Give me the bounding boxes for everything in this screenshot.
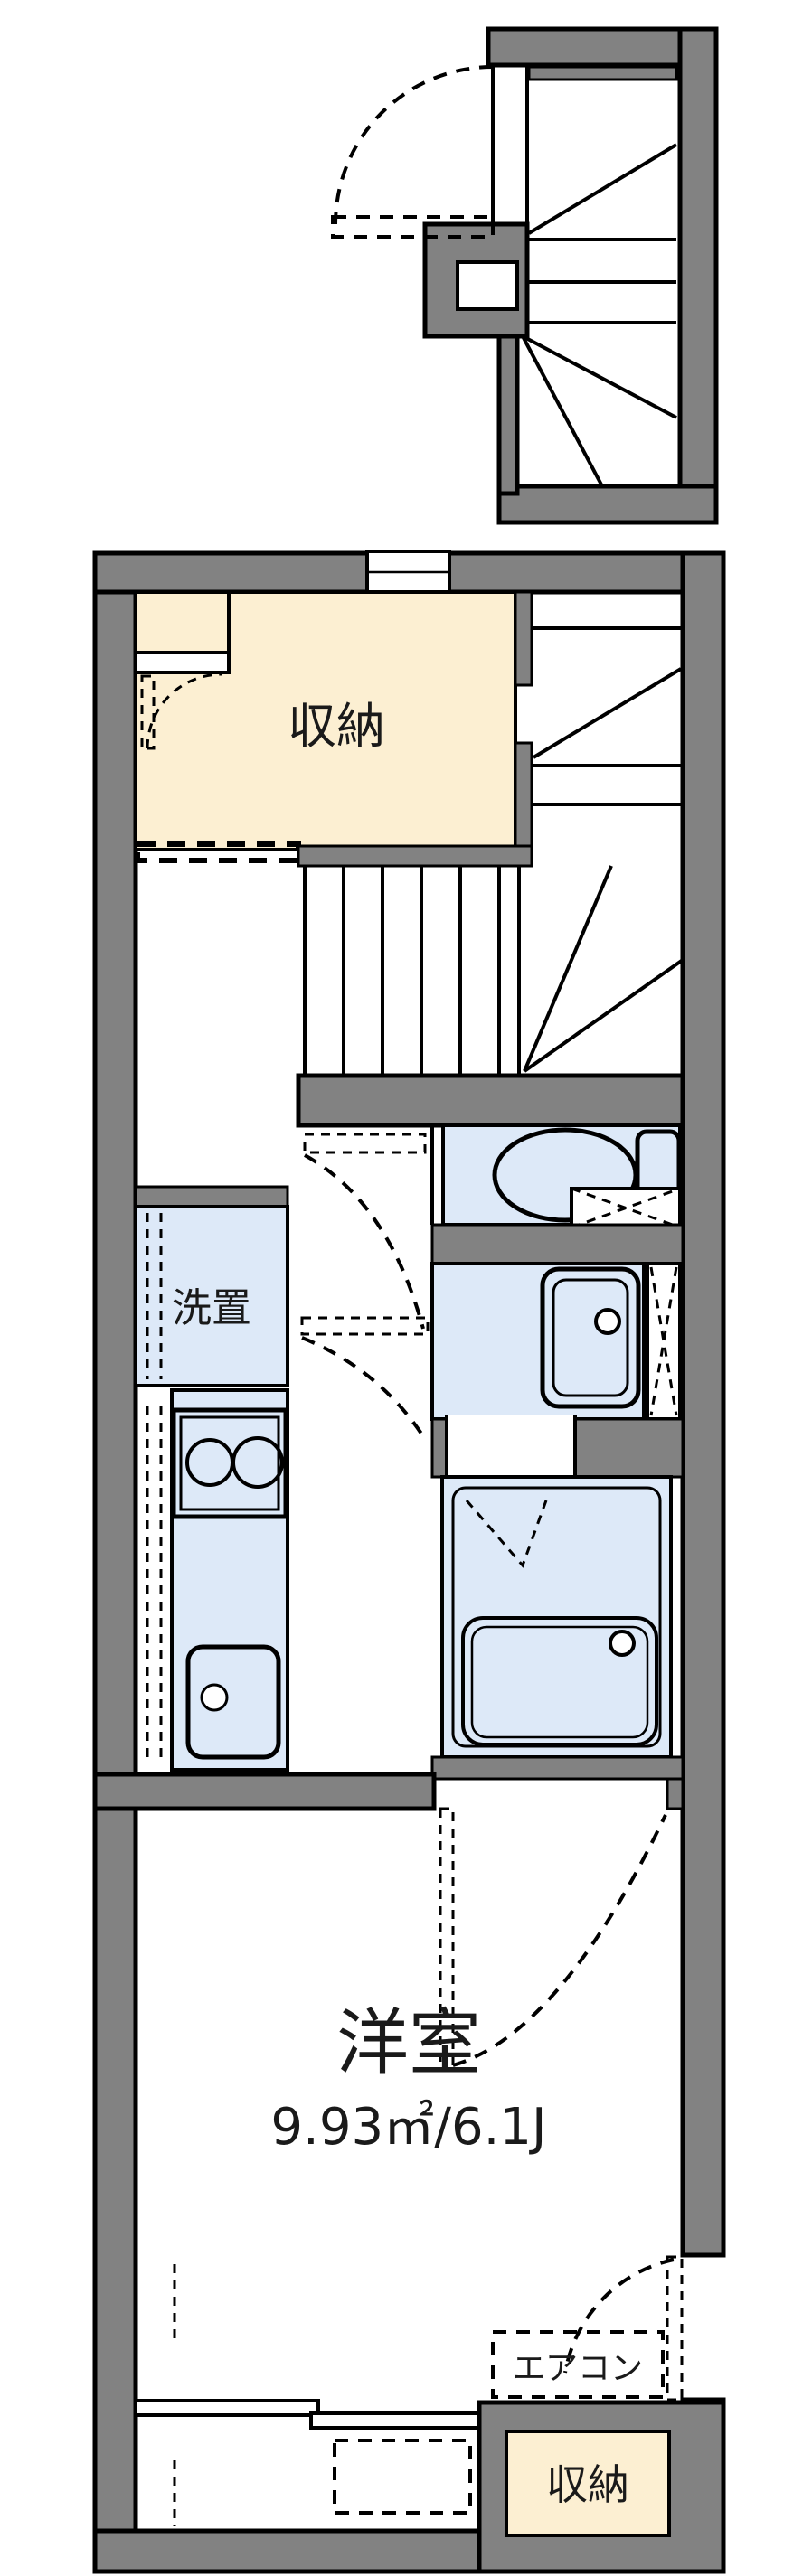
entrance-door-leaf: [331, 215, 495, 239]
washroom: [430, 1262, 682, 1421]
porch-niche: [456, 260, 519, 311]
hallway: [300, 1133, 430, 1441]
storage-room-upper: 収納: [134, 590, 533, 868]
side-door-leaf: [666, 2255, 684, 2402]
upper-landing-edge: [527, 65, 678, 81]
entrance-door-arc: [334, 65, 494, 225]
balcony-dashed-box: [333, 2439, 472, 2515]
room-area-label: 9.93㎡/6.1J: [270, 2098, 546, 2157]
outer-wall-right-upper: [680, 550, 726, 2258]
laundry-kitchen: 洗置: [134, 1185, 289, 1772]
side-door-arc: [563, 2258, 675, 2374]
bath-folding-door: [465, 1500, 548, 1568]
room-divider: [92, 1772, 685, 2071]
toilet-room: [430, 1123, 685, 1265]
storage-right-wall-upper: [514, 590, 533, 687]
hall-door-leaf: [300, 1316, 430, 1336]
pipe-shaft-strip: [646, 1262, 682, 1421]
bath-doorway: [447, 1415, 575, 1481]
stove-box: [171, 1407, 288, 1519]
stove-burner: [231, 1436, 284, 1489]
western-room: 洋室 9.93㎡/6.1J エアコン: [173, 2001, 684, 2402]
pipe-shaft-mark: [649, 1266, 678, 1416]
storage-front-open: [135, 841, 301, 863]
sliding-window-pane: [309, 2411, 481, 2430]
pipe-shaft-mark: [649, 1266, 678, 1416]
wall-below-toilet: [430, 1223, 685, 1265]
bathroom: [430, 1415, 685, 1781]
storage-upper-label: 収納: [288, 698, 385, 755]
storage-room-floor: [134, 590, 517, 851]
entrance-stair-box: [331, 26, 719, 525]
stair-diagonal-upper: [527, 143, 678, 235]
bath-bottom-wall: [430, 1755, 685, 1781]
laundry-top-wall: [134, 1185, 289, 1208]
hall-door-arc: [301, 1336, 427, 1441]
divider-wall-stub: [666, 1777, 685, 1810]
stair-winder-line: [523, 958, 685, 1073]
stairbox-right-wall: [677, 26, 719, 525]
washbasin-faucet: [594, 1308, 621, 1335]
stair-winder-line: [522, 334, 677, 419]
bottom-section: 収納: [134, 2399, 726, 2574]
stair-winder-line: [521, 335, 604, 487]
main-unit-outer-walls: [92, 550, 726, 2574]
washbasin-inner: [552, 1278, 629, 1397]
room-name-label: 洋室: [336, 2001, 481, 2085]
stairbox-left-lower-wall: [496, 330, 520, 496]
storage-room-lower: [505, 2430, 671, 2537]
sink-drain: [200, 1683, 229, 1712]
divider-wall-left: [92, 1772, 437, 1811]
storage-shelf: [134, 651, 231, 674]
sliding-window-pane: [134, 2399, 320, 2417]
storage-lower-label: 収納: [546, 2460, 629, 2509]
kitchen-sink: [185, 1644, 281, 1760]
washbasin: [540, 1266, 641, 1409]
stove-inner: [179, 1415, 280, 1511]
stair-side-wall-stub: [297, 844, 533, 868]
bathtub-faucet: [609, 1630, 636, 1657]
outer-wall-left: [92, 550, 138, 2574]
pipe-space-cross: [571, 1187, 681, 1229]
bathtub-inner: [470, 1625, 649, 1739]
outer-wall-top-left: [92, 550, 372, 595]
stair-diagonal: [532, 667, 683, 759]
storage-right-wall-lower: [514, 741, 533, 851]
aircon-label: エアコン: [513, 2350, 643, 2387]
laundry-label: 洗置: [172, 1285, 251, 1331]
stair-winder-line: [523, 865, 613, 1072]
stairbox-bottom-wall: [496, 484, 719, 525]
toilet-door-leaf: [303, 1133, 427, 1154]
main-staircase: [296, 626, 685, 1128]
outer-wall-top-right: [445, 550, 685, 595]
under-stair-wall: [296, 1073, 685, 1128]
storage-door-arc: [146, 672, 222, 749]
room-door-leaf: [439, 1807, 455, 2071]
bathtub: [461, 1616, 658, 1746]
toilet-door-arc: [304, 1153, 425, 1330]
room-door-arc: [452, 1814, 667, 2067]
